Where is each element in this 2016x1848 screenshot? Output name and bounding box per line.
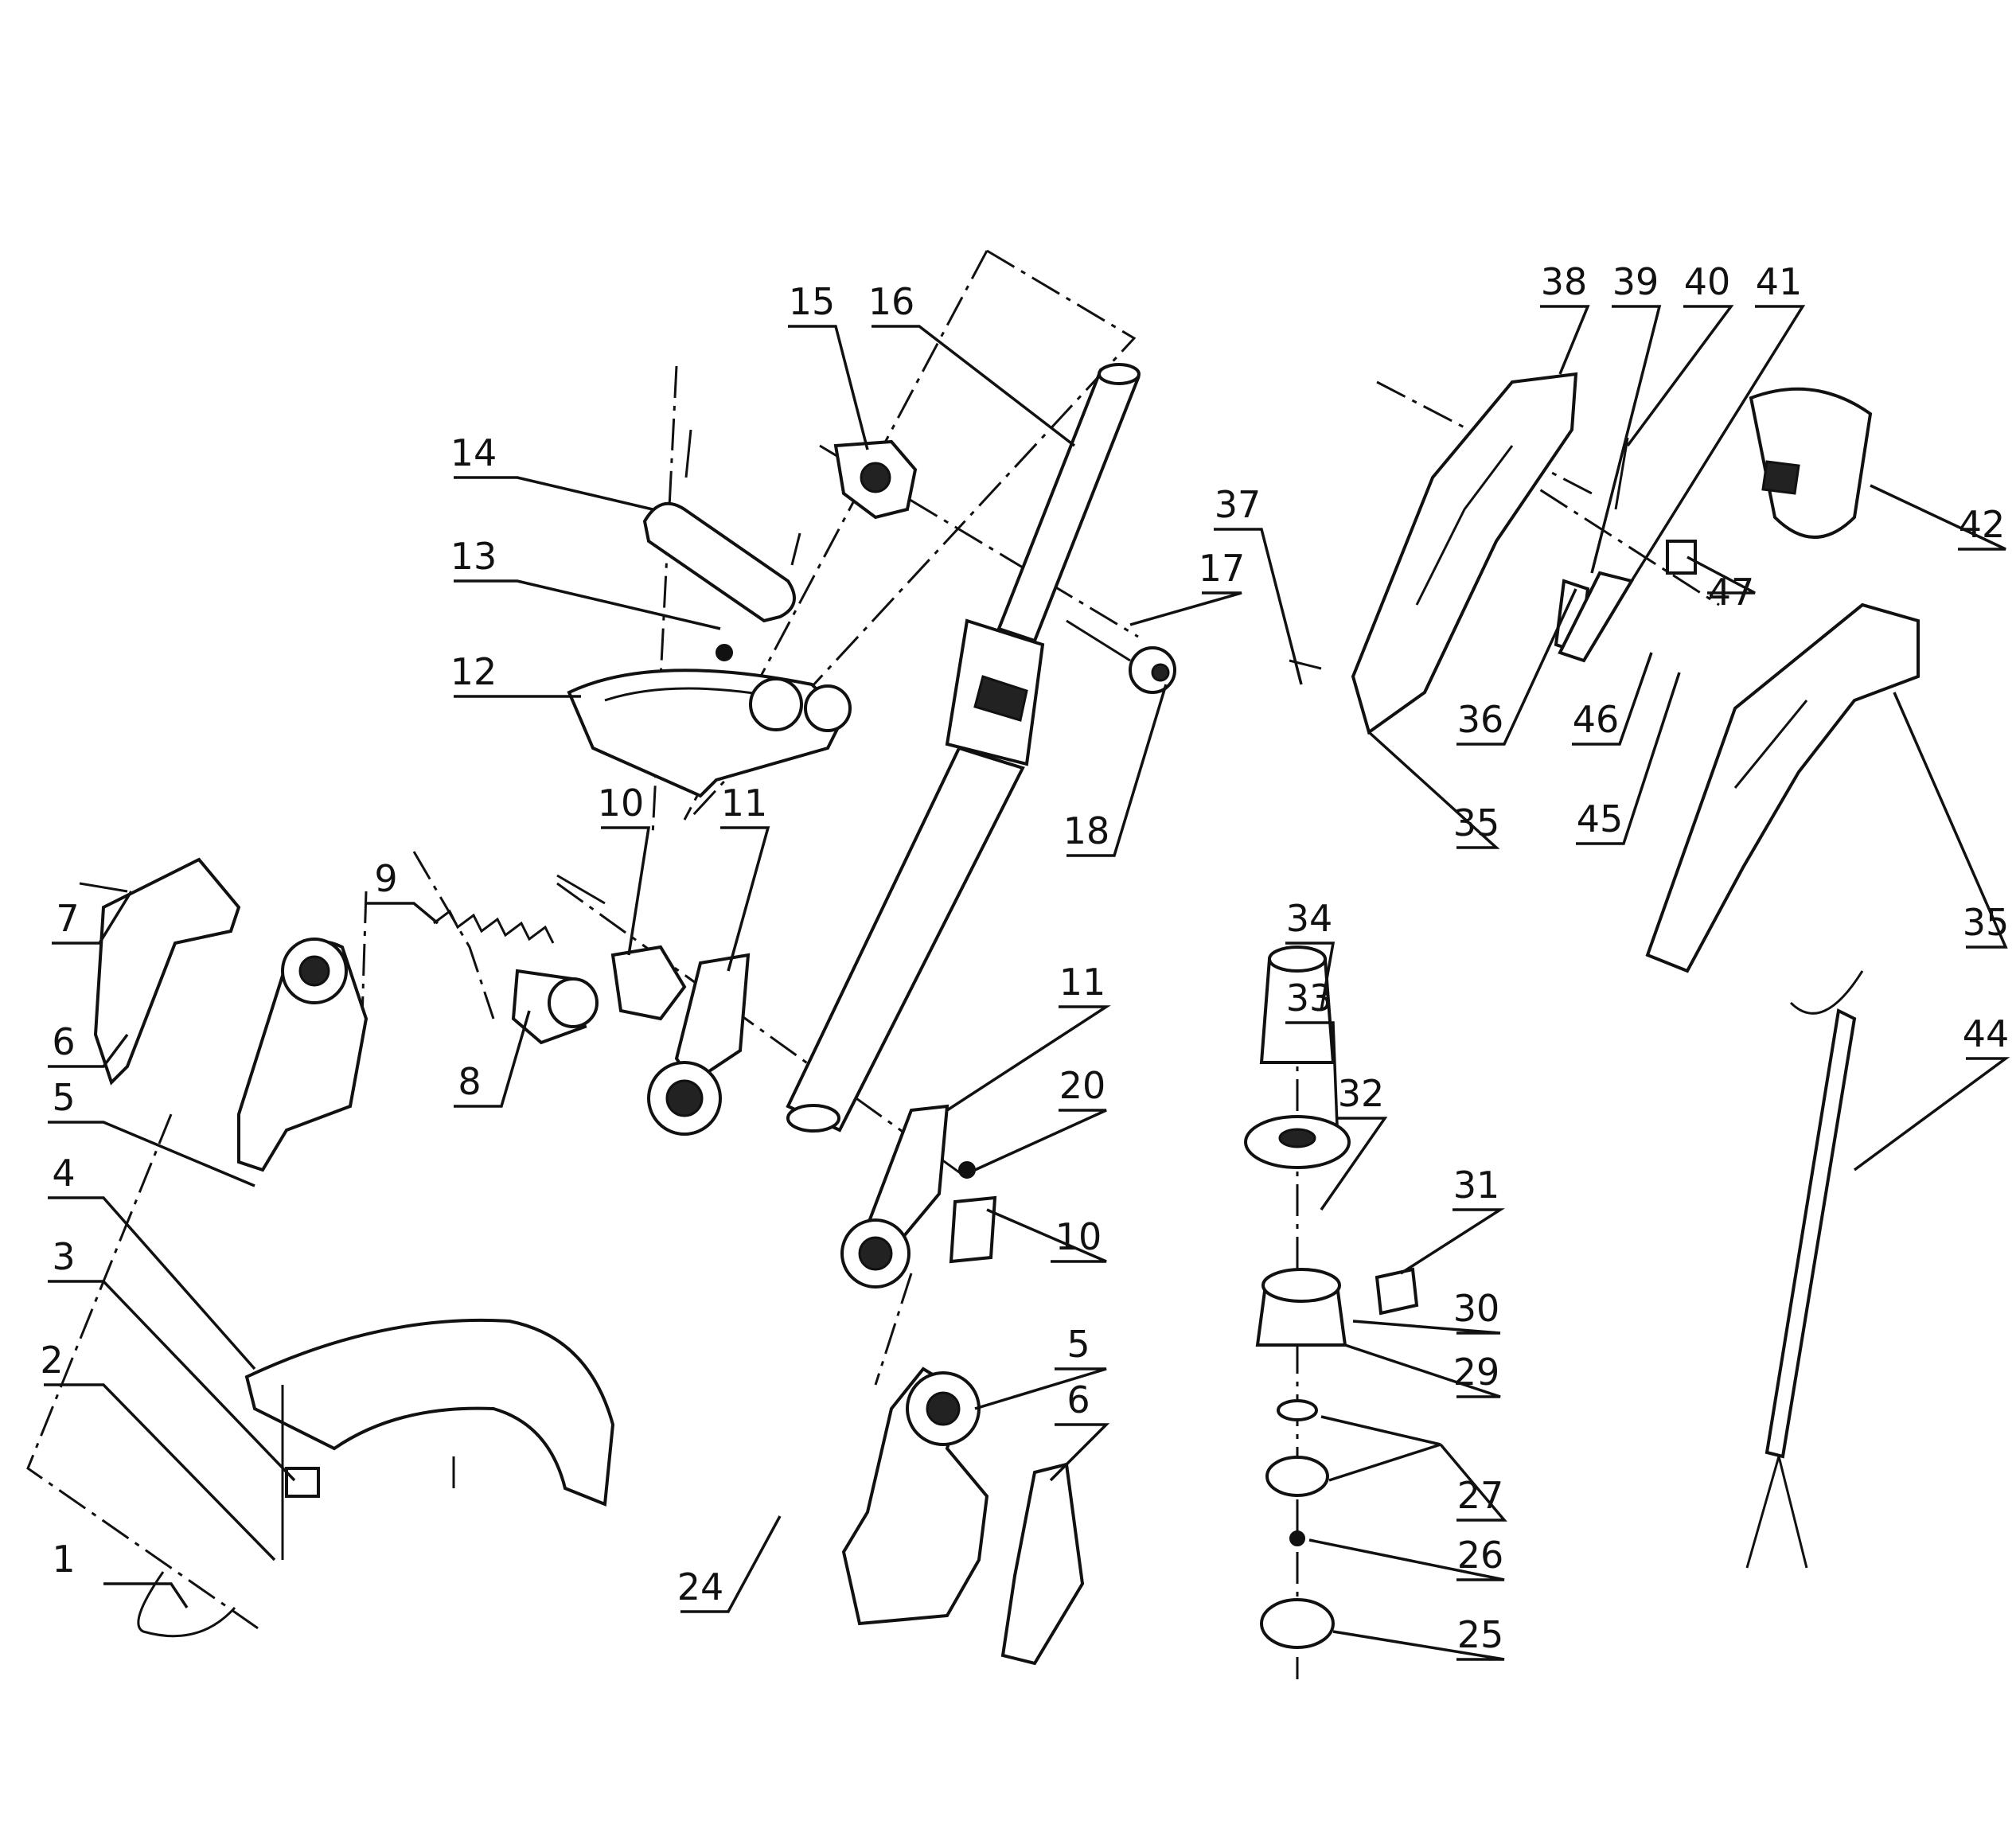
callout-6b: 6 <box>1066 1378 1090 1421</box>
callout-18: 18 <box>1063 809 1110 852</box>
callout-12: 12 <box>450 650 497 693</box>
callout-38: 38 <box>1541 260 1588 303</box>
callout-24: 24 <box>677 1565 724 1608</box>
coupling-part <box>840 1104 997 1289</box>
callout-29: 29 <box>1453 1351 1500 1394</box>
callout-26: 26 <box>1457 1534 1504 1577</box>
callout-35a: 35 <box>1453 801 1500 844</box>
callout-40: 40 <box>1684 260 1731 303</box>
callout-11a: 11 <box>721 782 768 825</box>
lock-bracket-part <box>556 874 751 1136</box>
callout-11b: 11 <box>1059 961 1106 1004</box>
callout-41: 41 <box>1756 260 1803 303</box>
callout-31: 31 <box>1453 1164 1500 1207</box>
callout-44: 44 <box>1963 1012 2010 1055</box>
callout-25: 25 <box>1457 1613 1504 1656</box>
auxiliary-handle-part <box>567 429 918 798</box>
callout-47: 47 <box>1708 571 1755 614</box>
callout-3: 3 <box>52 1235 75 1278</box>
callout-46: 46 <box>1573 698 1620 741</box>
callout-20: 20 <box>1059 1064 1106 1107</box>
callout-37: 37 <box>1215 483 1261 526</box>
spring-gear-part <box>433 909 599 1045</box>
shaft-tube-part <box>786 363 1141 1133</box>
handle-housing-left-part <box>1289 372 1635 735</box>
callout-10a: 10 <box>598 782 645 825</box>
callout-13: 13 <box>450 535 497 578</box>
motor-housing-right-part <box>841 1367 1085 1666</box>
guard-part <box>137 1318 615 1638</box>
callout-14: 14 <box>450 431 497 474</box>
callout-36: 36 <box>1457 698 1504 741</box>
callout-27: 27 <box>1457 1474 1504 1517</box>
callout-5b: 5 <box>1066 1323 1090 1366</box>
callout-8: 8 <box>458 1060 481 1103</box>
callout-labels: 1 2 3 4 5 6 7 8 9 10 11 12 13 14 15 16 1… <box>40 260 2009 1656</box>
motor-stack-part <box>1244 945 1419 1649</box>
callout-16: 16 <box>868 280 915 323</box>
callout-15: 15 <box>789 280 836 323</box>
callout-6a: 6 <box>52 1020 75 1063</box>
callout-42: 42 <box>1959 503 2006 546</box>
handle-housing-right-part <box>1645 602 1920 973</box>
callout-45: 45 <box>1577 797 1624 840</box>
wire-harness-part <box>1745 970 1864 1569</box>
callout-30: 30 <box>1453 1287 1500 1330</box>
callout-2: 2 <box>40 1339 63 1382</box>
motor-housing-left-part <box>79 857 368 1172</box>
callout-39: 39 <box>1612 260 1659 303</box>
callout-leaders <box>44 305 2010 1661</box>
callout-32: 32 <box>1338 1072 1385 1115</box>
callout-4: 4 <box>52 1152 75 1195</box>
callout-9: 9 <box>374 857 397 900</box>
callout-35b: 35 <box>1963 901 2010 944</box>
callout-34: 34 <box>1286 897 1333 940</box>
callout-17: 17 <box>1199 547 1246 590</box>
callout-1: 1 <box>52 1538 75 1581</box>
knob-part <box>1066 619 1176 694</box>
callout-5a: 5 <box>52 1076 75 1119</box>
callout-33: 33 <box>1286 977 1333 1020</box>
callout-7: 7 <box>56 897 79 940</box>
callout-10b: 10 <box>1055 1215 1102 1258</box>
battery-pack-part <box>1614 387 1873 575</box>
